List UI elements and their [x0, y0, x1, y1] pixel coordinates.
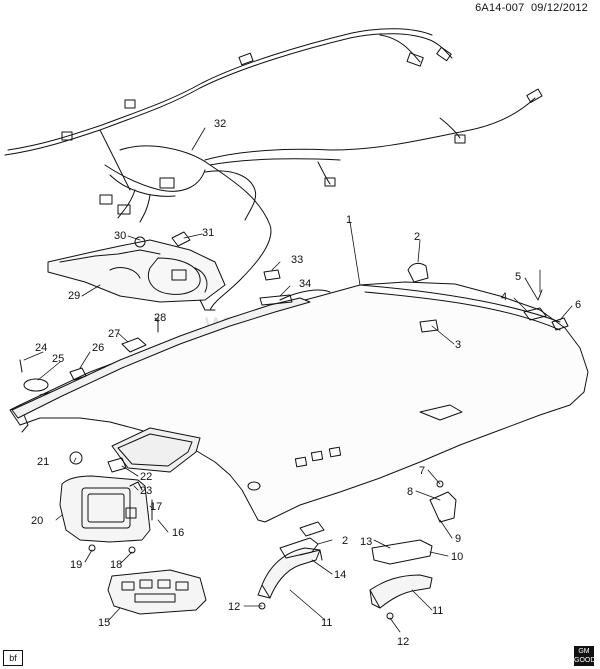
callout-33: 33	[291, 254, 303, 266]
corner-tag: bf	[3, 650, 23, 666]
callout-27: 27	[108, 328, 120, 340]
callout-1: 1	[346, 214, 352, 226]
callout-9: 9	[455, 533, 461, 545]
callout-18: 18	[110, 559, 122, 571]
callout-12: 12	[397, 636, 409, 648]
callout-28: 28	[154, 312, 166, 324]
callout-2: 2	[414, 231, 420, 243]
callout-20: 20	[31, 515, 43, 527]
callout-7: 7	[419, 465, 425, 477]
callout-16: 16	[172, 527, 184, 539]
callout-2: 2	[342, 535, 348, 547]
assist-handles	[257, 491, 457, 609]
diagram-header: 6A14-007 09/12/2012	[475, 2, 588, 14]
callout-10: 10	[451, 551, 463, 563]
callout-17: 17	[150, 501, 162, 513]
callout-6: 6	[575, 299, 581, 311]
diagram-code: 6A14-007	[475, 2, 525, 14]
callout-14: 14	[334, 569, 346, 581]
leader-lines	[23, 127, 573, 633]
gm-logo: GM GOOD	[574, 646, 596, 666]
roof-side-rail	[11, 297, 311, 419]
callout-11: 11	[432, 605, 443, 617]
callout-29: 29	[68, 290, 80, 302]
callout-31: 31	[202, 227, 214, 239]
callout-26: 26	[92, 342, 104, 354]
callout-22: 22	[140, 471, 152, 483]
gm-logo-line2: GOOD	[574, 657, 596, 664]
callout-13: 13	[360, 536, 372, 548]
callout-32: 32	[214, 118, 226, 130]
diagram-date: 09/12/2012	[530, 2, 588, 14]
callout-11: 11	[321, 617, 332, 629]
callout-23: 23	[140, 485, 152, 497]
callout-34: 34	[299, 278, 311, 290]
callout-19: 19	[70, 559, 82, 571]
overhead-console-bracket	[47, 239, 226, 311]
callout-3: 3	[455, 339, 461, 351]
callout-25: 25	[52, 353, 64, 365]
callout-4: 4	[501, 291, 507, 303]
callout-labels: 1 2 2 3 4 5 6 7 8 9 10 11 11 12 12 13 14…	[31, 118, 581, 648]
sun-visor	[59, 475, 151, 543]
callout-12: 12	[228, 601, 240, 613]
callout-24: 24	[35, 342, 47, 354]
hardware-fasteners	[19, 231, 569, 620]
wiring-harness	[4, 28, 543, 311]
callout-21: 21	[37, 456, 49, 468]
callout-5: 5	[515, 271, 521, 283]
overhead-console-lamp	[107, 569, 207, 615]
callout-8: 8	[407, 486, 413, 498]
gm-logo-line1: GM	[578, 648, 590, 655]
callout-30: 30	[114, 230, 126, 242]
callout-15: 15	[98, 617, 110, 629]
